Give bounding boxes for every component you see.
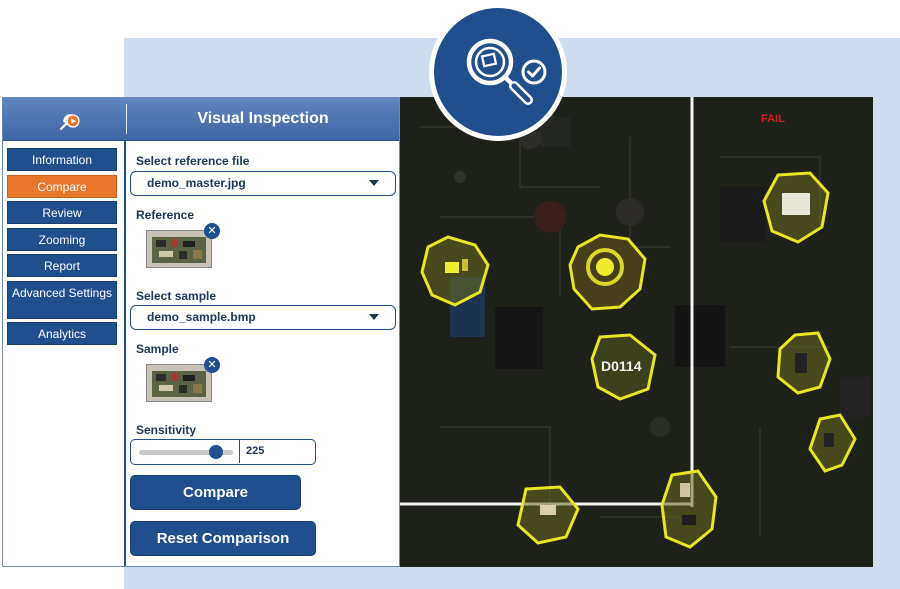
sensitivity-slider-handle[interactable]	[209, 445, 223, 459]
defect-highlight[interactable]	[776, 331, 832, 395]
defect-highlight[interactable]	[516, 485, 580, 545]
sensitivity-divider	[239, 440, 240, 463]
sample-select[interactable]: demo_sample.bmp	[130, 305, 396, 330]
defect-highlight[interactable]	[568, 233, 647, 311]
reference-file-label: Select reference file	[136, 154, 250, 168]
sensitivity-value-input[interactable]: 225	[246, 445, 265, 457]
inspection-result-image: D0114 FAIL	[400, 97, 873, 567]
close-icon: ✕	[207, 359, 217, 371]
reference-label: Reference	[136, 208, 195, 222]
sample-thumbnail	[146, 364, 212, 402]
defect-highlight[interactable]: D0114	[590, 333, 657, 401]
sample-label: Sample	[136, 342, 179, 356]
plug-play-icon[interactable]	[55, 105, 83, 133]
pcb-image: D0114	[400, 97, 873, 567]
chip-marking: D0114	[601, 358, 642, 374]
sidebar-item-review[interactable]: Review	[7, 201, 117, 224]
sidebar-item-advanced-settings[interactable]: Advanced Settings	[7, 280, 117, 319]
defect-highlight[interactable]	[808, 413, 857, 473]
sidebar: Information Compare Review Zooming Repor…	[7, 148, 117, 349]
reference-file-value: demo_master.jpg	[147, 176, 246, 190]
reference-file-select[interactable]: demo_master.jpg	[130, 171, 396, 196]
pcb-thumbnail-image	[147, 365, 211, 401]
sidebar-item-analytics[interactable]: Analytics	[7, 322, 117, 345]
sample-select-value: demo_sample.bmp	[147, 310, 256, 324]
title-divider	[126, 104, 127, 134]
sidebar-item-label: Advanced Settings	[11, 285, 113, 300]
sensitivity-label: Sensitivity	[136, 423, 197, 437]
chevron-down-icon	[369, 314, 379, 320]
inspection-status-label: FAIL	[761, 113, 785, 125]
sidebar-item-information[interactable]: Information	[7, 148, 117, 171]
magnifier-check-icon	[429, 3, 567, 141]
sidebar-item-compare[interactable]: Compare	[7, 174, 117, 198]
sensitivity-slider-track[interactable]	[139, 450, 233, 455]
defect-highlight[interactable]	[762, 171, 830, 244]
sample-select-label: Select sample	[136, 289, 217, 303]
app-title: Visual Inspection	[197, 110, 329, 127]
reference-thumbnail	[146, 230, 212, 268]
app-window: Visual Inspection Information Compare Re…	[2, 97, 400, 567]
remove-reference-button[interactable]: ✕	[204, 223, 220, 239]
remove-sample-button[interactable]: ✕	[204, 357, 220, 373]
sensitivity-control: 225	[130, 439, 316, 465]
panel-divider	[124, 140, 126, 566]
close-icon: ✕	[207, 225, 217, 237]
defect-highlight[interactable]	[660, 469, 718, 549]
title-bar: Visual Inspection	[3, 98, 399, 141]
chevron-down-icon	[369, 180, 379, 186]
sidebar-item-zooming[interactable]: Zooming	[7, 227, 117, 251]
compare-button[interactable]: Compare	[130, 475, 301, 510]
sidebar-item-report[interactable]: Report	[7, 254, 117, 277]
reset-comparison-button[interactable]: Reset Comparison	[130, 521, 316, 556]
pcb-thumbnail-image	[147, 231, 211, 267]
defect-highlight[interactable]	[420, 235, 490, 307]
